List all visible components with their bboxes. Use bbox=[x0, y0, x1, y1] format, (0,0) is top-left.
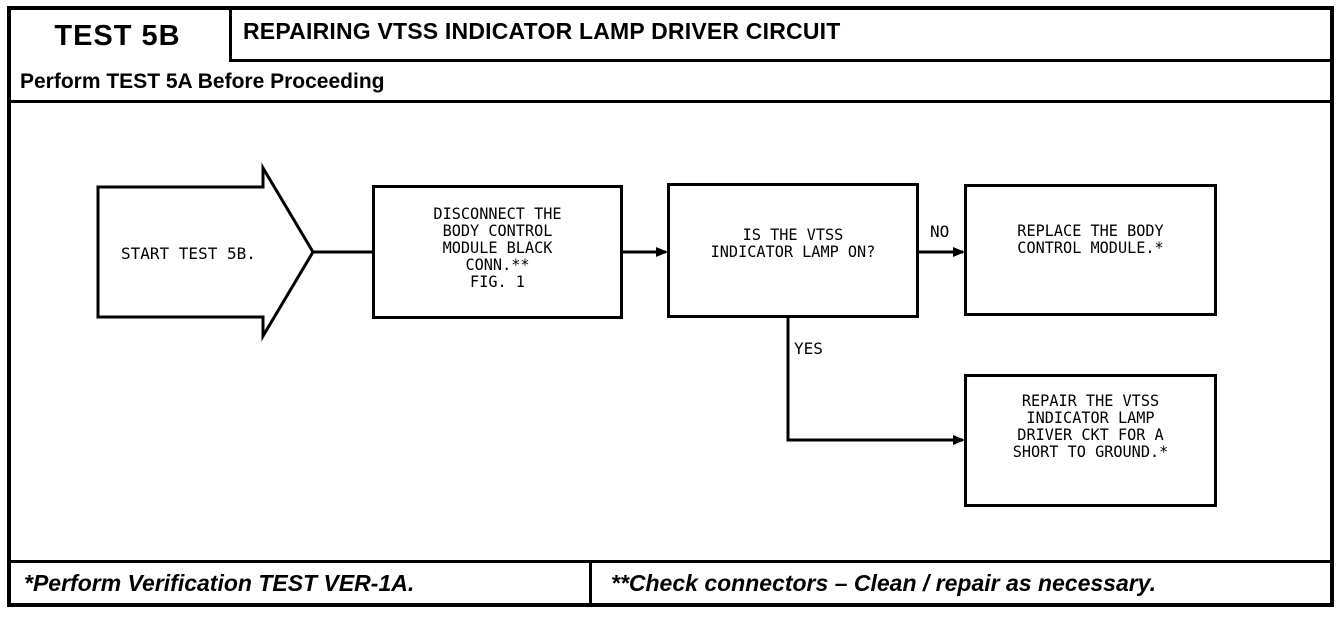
no-action-text: REPLACE THE BODY CONTROL MODULE.* bbox=[1017, 221, 1164, 257]
step-disconnect-text: DISCONNECT THE BODY CONTROL MODULE BLACK… bbox=[433, 204, 562, 291]
arrowhead-no bbox=[953, 247, 965, 257]
decision-text: IS THE VTSS INDICATOR LAMP ON? bbox=[710, 225, 876, 261]
footer-note-verification: *Perform Verification TEST VER-1A. bbox=[24, 570, 415, 596]
start-label: START TEST 5B. bbox=[121, 244, 256, 263]
header-divider bbox=[229, 10, 232, 62]
page-title: REPAIRING VTSS INDICATOR LAMP DRIVER CIR… bbox=[243, 18, 841, 44]
arrowhead-yes bbox=[953, 435, 965, 445]
decision-box bbox=[667, 183, 919, 318]
prereq-rule bbox=[11, 100, 1330, 103]
yes-label: YES bbox=[794, 339, 823, 358]
connector-yes bbox=[786, 318, 963, 442]
yes-action-text: REPAIR THE VTSS INDICATOR LAMP DRIVER CK… bbox=[1012, 391, 1169, 461]
footer-note-connectors: **Check connectors – Clean / repair as n… bbox=[611, 570, 1157, 596]
footer-rule bbox=[11, 560, 1330, 563]
prerequisite-note: Perform TEST 5A Before Proceeding bbox=[20, 70, 385, 93]
step-disconnect-box bbox=[372, 185, 623, 319]
start-arrow-shape bbox=[96, 162, 315, 342]
no-label: NO bbox=[930, 222, 950, 241]
header-rule bbox=[229, 59, 1330, 62]
diagram-frame bbox=[7, 6, 1334, 607]
test-id: TEST 5B bbox=[54, 19, 181, 52]
arrowhead-decision bbox=[656, 247, 668, 257]
yes-action-box bbox=[964, 374, 1217, 507]
footer-divider bbox=[589, 560, 592, 604]
no-action-box bbox=[964, 184, 1217, 316]
